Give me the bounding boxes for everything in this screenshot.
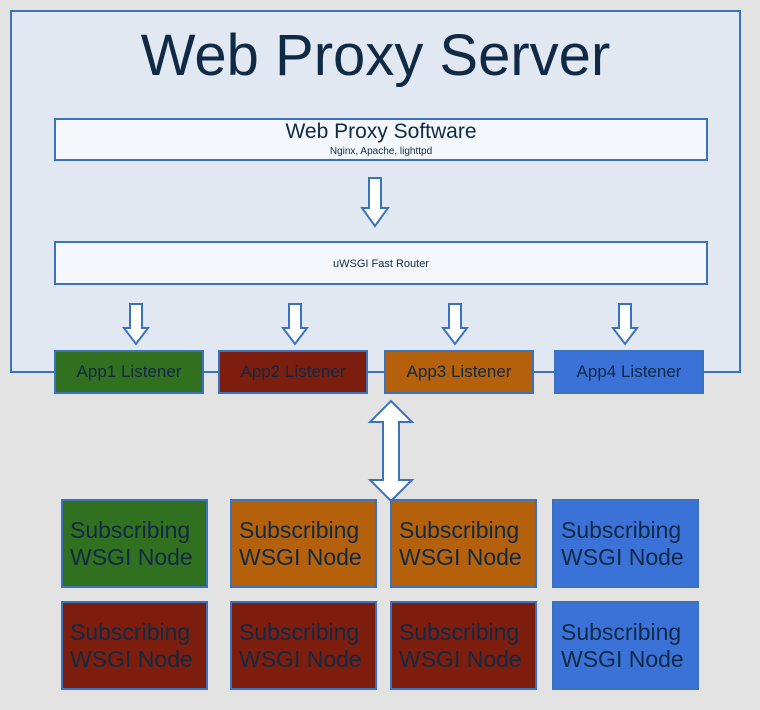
node-line1: Subscribing <box>399 618 520 645</box>
node-line2: WSGI Node <box>239 543 362 570</box>
node-line1: Subscribing <box>70 618 191 645</box>
node-line2: WSGI Node <box>70 543 193 570</box>
wsgi-node: Subscribing WSGI Node <box>230 601 377 690</box>
wsgi-node: Subscribing WSGI Node <box>390 499 537 588</box>
server-title: Web Proxy Server <box>140 23 611 88</box>
node-line2: WSGI Node <box>399 645 522 672</box>
node-line1: Subscribing <box>561 516 682 543</box>
fast-router-box <box>54 241 708 285</box>
node-line2: WSGI Node <box>70 645 193 672</box>
node-line2: WSGI Node <box>561 543 684 570</box>
node-line1: Subscribing <box>239 618 360 645</box>
down-arrow-icon <box>281 303 309 346</box>
node-line1: Subscribing <box>70 516 191 543</box>
web-proxy-software-subtitle: Nginx, Apache, lighttpd <box>329 146 433 157</box>
node-line1: Subscribing <box>399 516 520 543</box>
bidirectional-arrow-icon <box>367 399 415 503</box>
web-proxy-software-title: Web Proxy Software <box>285 120 477 143</box>
web-proxy-software-box <box>54 118 708 161</box>
wsgi-node: Subscribing WSGI Node <box>61 499 208 588</box>
down-arrow-icon <box>611 303 639 346</box>
down-arrow-icon <box>360 177 390 228</box>
node-line1: Subscribing <box>561 618 682 645</box>
wsgi-node: Subscribing WSGI Node <box>230 499 377 588</box>
wsgi-node: Subscribing WSGI Node <box>390 601 537 690</box>
app3-listener: App3 Listener <box>384 350 534 394</box>
app4-listener: App4 Listener <box>554 350 704 394</box>
down-arrow-icon <box>441 303 469 346</box>
app1-listener: App1 Listener <box>54 350 204 394</box>
wsgi-node: Subscribing WSGI Node <box>61 601 208 690</box>
node-line2: WSGI Node <box>399 543 522 570</box>
node-line2: WSGI Node <box>239 645 362 672</box>
app2-listener: App2 Listener <box>218 350 368 394</box>
fast-router-label: uWSGI Fast Router <box>333 258 429 270</box>
wsgi-node: Subscribing WSGI Node <box>552 499 699 588</box>
wsgi-node: Subscribing WSGI Node <box>552 601 699 690</box>
node-line2: WSGI Node <box>561 645 684 672</box>
node-line1: Subscribing <box>239 516 360 543</box>
down-arrow-icon <box>122 303 150 346</box>
